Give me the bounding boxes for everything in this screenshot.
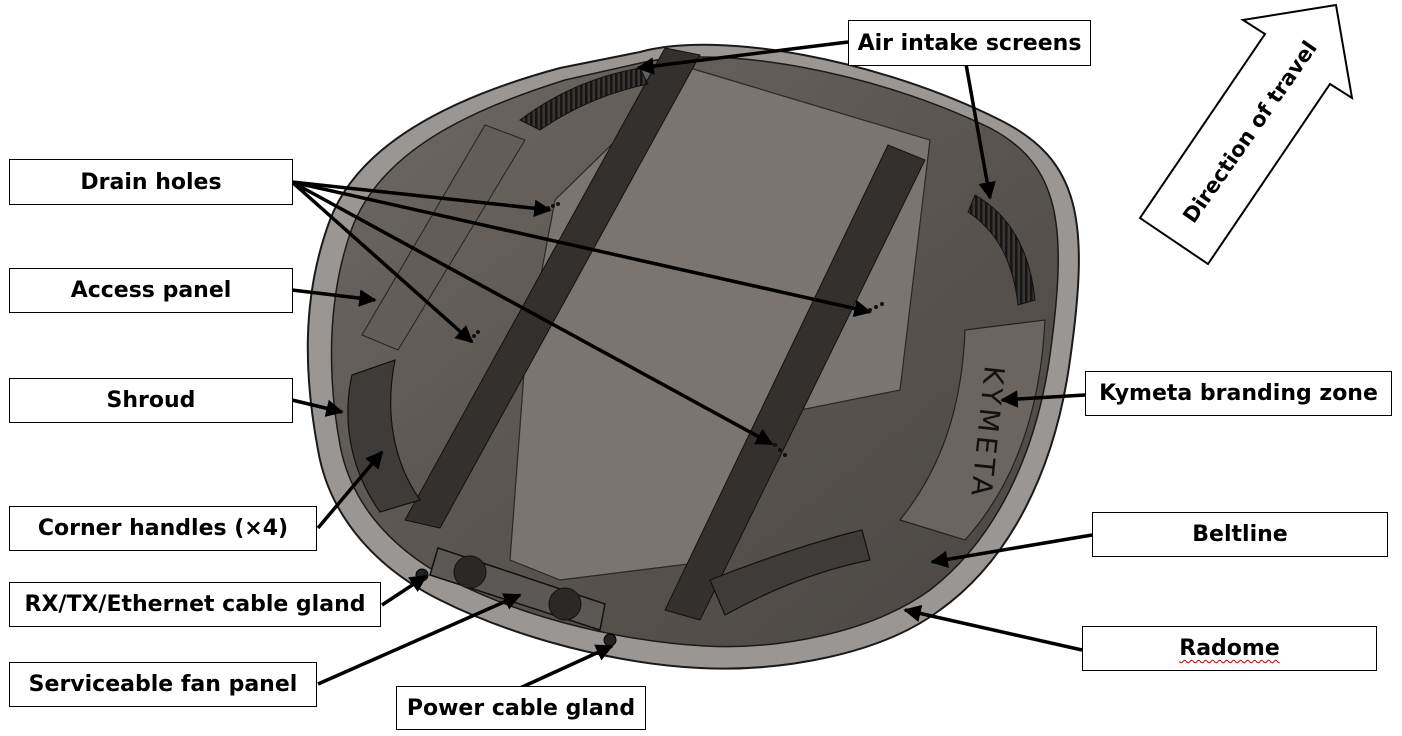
leader-drain-2: [291, 180, 872, 318]
leader-beltline: [930, 533, 1093, 569]
leader-air-intake-right: [964, 63, 996, 200]
top-vent: [519, 67, 649, 131]
leader-branding: [1000, 390, 1086, 408]
label-beltline: Beltline: [1092, 512, 1388, 557]
label-power-cable-gland: Power cable gland: [396, 686, 646, 730]
left-rail: [404, 47, 701, 529]
leader-corner-handles: [316, 450, 384, 530]
leader-rxtx: [381, 574, 428, 607]
leader-shroud: [291, 398, 344, 417]
label-access-panel: Access panel: [9, 268, 293, 313]
handle-left: [347, 359, 421, 513]
direction-arrow: [1138, 3, 1354, 266]
power-gland: [603, 633, 617, 647]
leader-lines: [290, 40, 1093, 690]
fan-right: [548, 587, 582, 621]
leader-access-panel: [291, 288, 377, 307]
label-radome: Radome: [1082, 626, 1377, 671]
leader-drain-4: [291, 180, 774, 446]
label-kymeta-branding-zone: Kymeta branding zone: [1085, 371, 1392, 416]
access-panel-shape: [361, 124, 526, 351]
fan-left: [453, 555, 487, 589]
leader-power-gland: [519, 644, 614, 690]
right-rail: [664, 144, 926, 621]
leader-fan-panel: [317, 593, 522, 686]
leader-drain-3: [290, 180, 474, 344]
antenna-body: KYMETA: [306, 43, 1080, 670]
right-vent: [967, 194, 1036, 306]
label-rxtx-ethernet-gland: RX/TX/Ethernet cable gland: [9, 582, 381, 627]
label-air-intake-screens: Air intake screens: [848, 20, 1091, 66]
leader-radome: [903, 604, 1083, 652]
label-corner-handles: Corner handles (×4): [9, 506, 317, 551]
handle-bottom: [709, 529, 871, 616]
label-shroud: Shroud: [9, 378, 293, 423]
label-drain-holes: Drain holes: [9, 159, 293, 205]
leader-drain-1: [291, 180, 552, 217]
label-serviceable-fan-panel: Serviceable fan panel: [9, 662, 317, 707]
branding-panel: [898, 319, 1046, 541]
leader-air-intake-top: [636, 40, 849, 75]
